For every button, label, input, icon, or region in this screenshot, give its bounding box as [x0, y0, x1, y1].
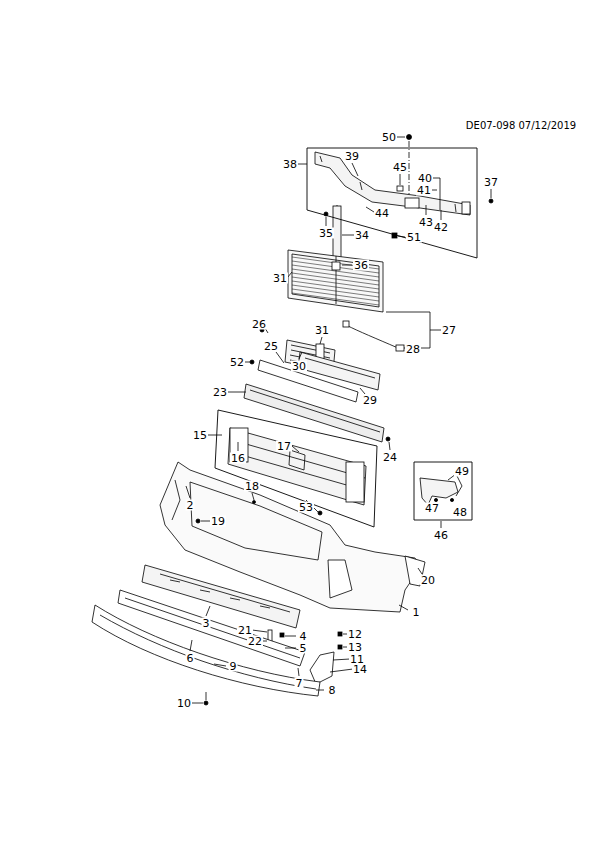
callout-number: 47: [424, 503, 440, 514]
callout-number: 53: [298, 502, 314, 513]
callout-number: 41: [416, 185, 432, 196]
callout-number: 2: [186, 500, 195, 511]
callout-number: 20: [420, 575, 436, 586]
callout-number: 15: [192, 430, 208, 441]
group-frame: 15: [215, 410, 377, 527]
frame-line: [215, 410, 377, 527]
callout-number: 52: [229, 357, 245, 368]
callout-number: 9: [229, 661, 238, 672]
drawing-code: DE07-098 07/12/2019: [465, 121, 577, 131]
callout-number: 45: [392, 162, 408, 173]
callout-number: 43: [418, 217, 434, 228]
callout-number: 34: [354, 230, 370, 241]
callout-number: 35: [318, 228, 334, 239]
callout-number: 18: [244, 481, 260, 492]
callout-number: 6: [186, 653, 195, 664]
callout-number: 48: [452, 507, 468, 518]
callout-number: 19: [210, 516, 226, 527]
callout-number: 14: [352, 664, 368, 675]
callout-number: 5: [299, 643, 308, 654]
callout-number: 42: [433, 222, 449, 233]
callout-number: 28: [405, 344, 421, 355]
callout-number: 29: [362, 395, 378, 406]
frame-outline: [215, 410, 377, 527]
callout-number: 17: [276, 441, 292, 452]
callout-number: 37: [483, 177, 499, 188]
callout-number: 13: [347, 642, 363, 653]
callout-number: 39: [344, 151, 360, 162]
callout-number: 30: [291, 361, 307, 372]
callout-number: 4: [299, 631, 308, 642]
callout-number: 23: [212, 387, 228, 398]
callout-number: 40: [417, 173, 433, 184]
callout-number: 49: [454, 466, 470, 477]
callout-number: 10: [176, 698, 192, 709]
callout-number: 22: [247, 636, 263, 647]
callout-number: 36: [353, 260, 369, 271]
callout-number: 31: [314, 325, 330, 336]
callout-number: 7: [295, 678, 304, 689]
callout-number: 51: [406, 232, 422, 243]
callout-number: 21: [237, 625, 253, 636]
callout-number: 1: [412, 607, 421, 618]
callout-number: 16: [230, 453, 246, 464]
callout-number: 27: [441, 325, 457, 336]
callout-number: 8: [328, 685, 337, 696]
callout-number: 26: [251, 319, 267, 330]
frame-line: [414, 462, 472, 520]
shutter-slat: [292, 293, 379, 305]
callout-number: 50: [381, 132, 397, 143]
callout-number: 24: [382, 452, 398, 463]
callout-number: 25: [263, 341, 279, 352]
callout-number: 46: [433, 530, 449, 541]
callout-number: 3: [202, 618, 211, 629]
callout-number: 44: [374, 208, 390, 219]
frame-line: [307, 148, 477, 258]
callout-number: 12: [347, 629, 363, 640]
callout-number: 31: [272, 273, 288, 284]
callout-number: 38: [282, 159, 298, 170]
